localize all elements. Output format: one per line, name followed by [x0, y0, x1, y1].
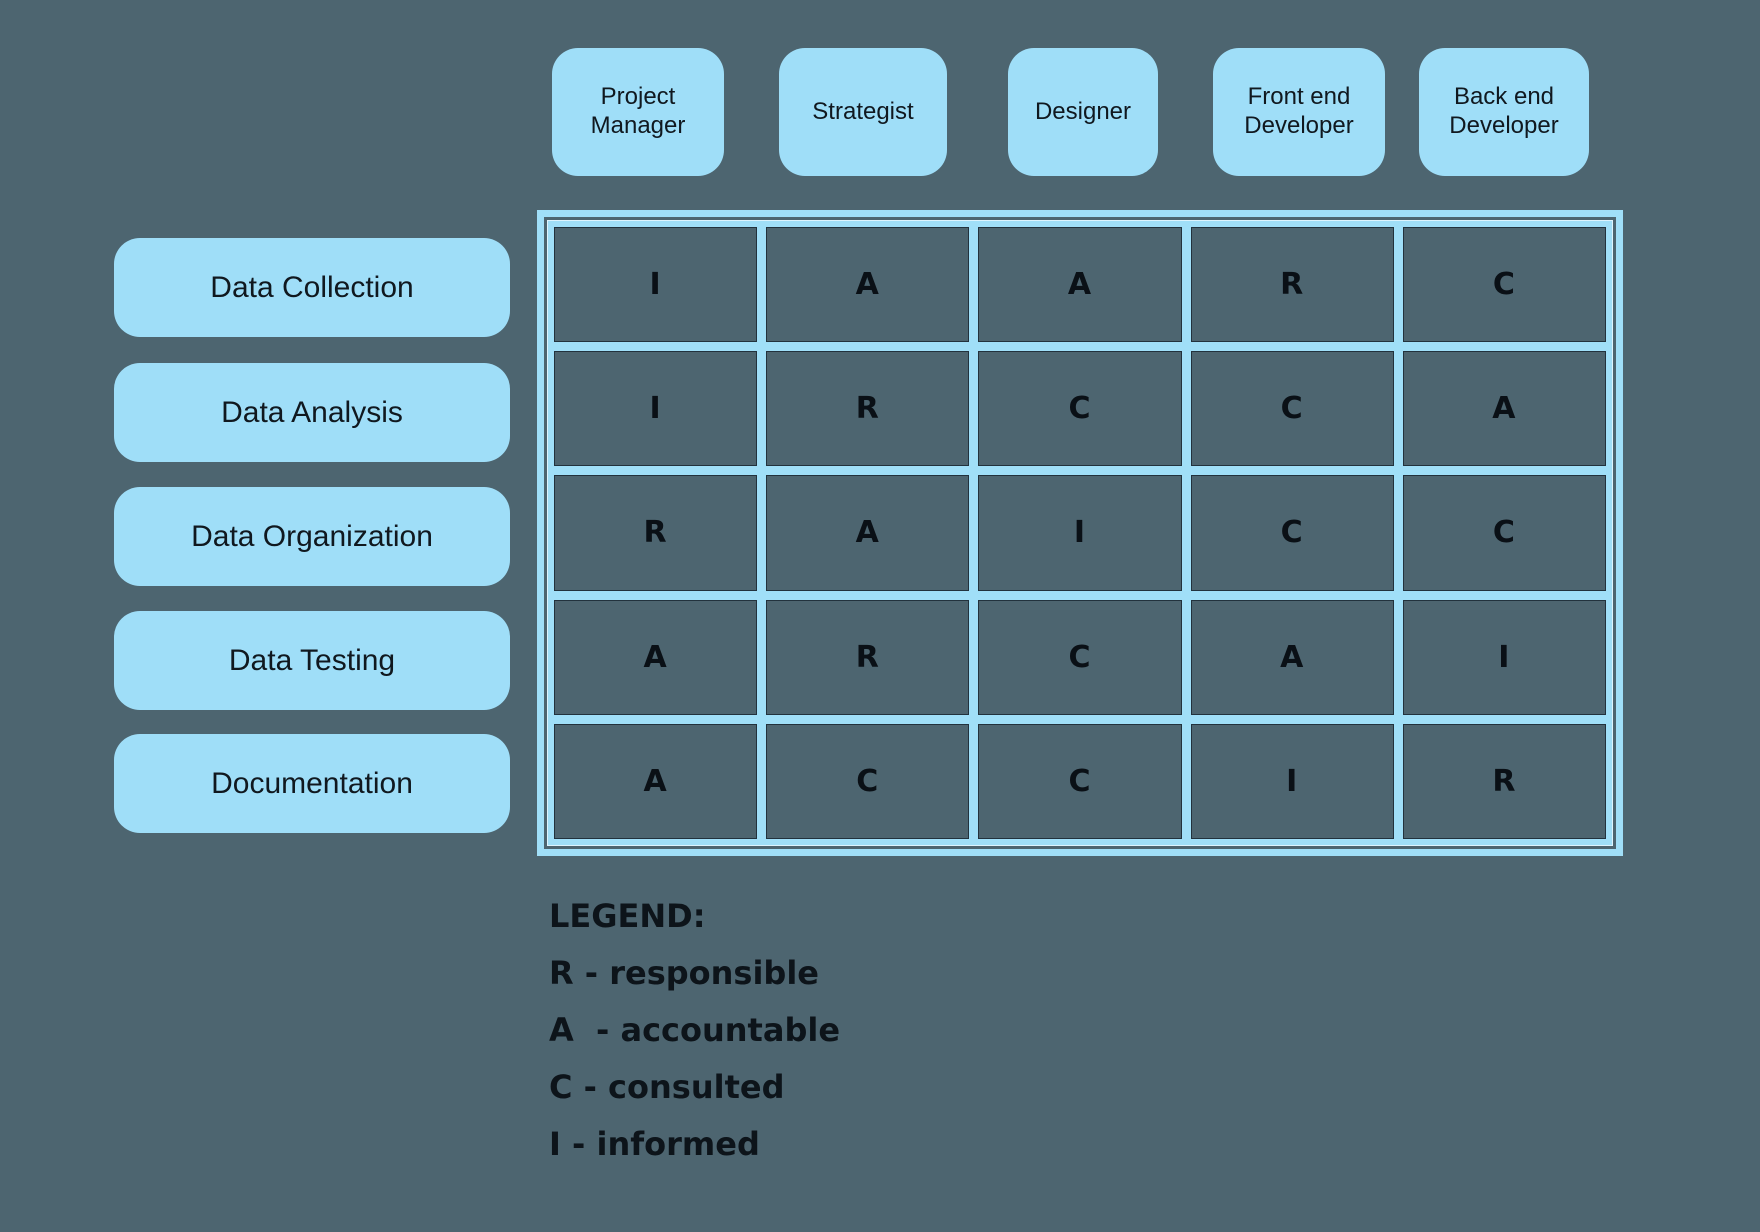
matrix-cell: C — [1190, 351, 1394, 467]
legend-item-accountable: A - accountable — [549, 1011, 841, 1049]
matrix-cell: C — [978, 599, 1182, 715]
matrix-cell: R — [1402, 723, 1606, 839]
row-header-data-analysis: Data Analysis — [114, 363, 510, 462]
matrix-cell: A — [978, 227, 1182, 343]
row-header-data-testing: Data Testing — [114, 611, 510, 710]
matrix-cell: C — [978, 351, 1182, 467]
column-header-project-manager: Project Manager — [552, 48, 724, 176]
matrix-cell: R — [1190, 227, 1394, 343]
matrix-cell: C — [1402, 227, 1606, 343]
matrix-cell: C — [1190, 475, 1394, 591]
matrix-cell: R — [766, 599, 970, 715]
legend-title: LEGEND: — [549, 897, 706, 935]
matrix-cell: I — [1190, 723, 1394, 839]
matrix-cell: A — [766, 475, 970, 591]
legend-item-informed: I - informed — [549, 1125, 760, 1163]
matrix-cell: C — [978, 723, 1182, 839]
column-header-front-end-developer: Front end Developer — [1213, 48, 1385, 176]
matrix-cell: A — [554, 723, 758, 839]
matrix-cell: I — [554, 227, 758, 343]
matrix-cell: R — [766, 351, 970, 467]
row-header-data-organization: Data Organization — [114, 487, 510, 586]
matrix-cell: A — [554, 599, 758, 715]
legend-item-responsible: R - responsible — [549, 954, 819, 992]
row-header-data-collection: Data Collection — [114, 238, 510, 337]
column-header-strategist: Strategist — [779, 48, 947, 176]
matrix-cell: A — [1190, 599, 1394, 715]
legend-item-consulted: C - consulted — [549, 1068, 785, 1106]
matrix-cell: I — [978, 475, 1182, 591]
matrix-cell: R — [554, 475, 758, 591]
matrix-grid-cells: I A A R C I R C C A R A I C C A R C A I … — [547, 220, 1613, 846]
row-header-documentation: Documentation — [114, 734, 510, 833]
matrix-cell: A — [766, 227, 970, 343]
legend: LEGEND: R - responsible A - accountable … — [549, 888, 840, 1173]
matrix-cell: A — [1402, 351, 1606, 467]
matrix-grid: I A A R C I R C C A R A I C C A R C A I … — [537, 210, 1623, 856]
matrix-cell: C — [1402, 475, 1606, 591]
matrix-cell: I — [554, 351, 758, 467]
column-header-back-end-developer: Back end Developer — [1419, 48, 1589, 176]
column-header-designer: Designer — [1008, 48, 1158, 176]
matrix-cell: C — [766, 723, 970, 839]
matrix-cell: I — [1402, 599, 1606, 715]
